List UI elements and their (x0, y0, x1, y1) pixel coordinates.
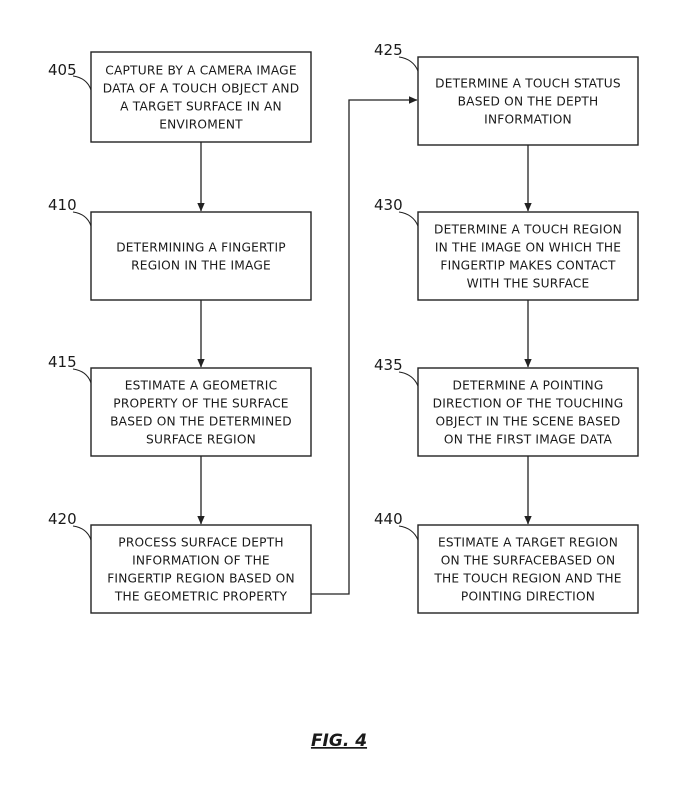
step-text-line: POINTING DIRECTION (461, 590, 595, 604)
reference-leader-line (398, 56, 419, 72)
step-text-line: DETERMINE A TOUCH STATUS (435, 77, 621, 91)
step-box-430 (417, 211, 639, 301)
flow-arrow-420-to-425 (311, 96, 418, 595)
step-text-line: OBJECT IN THE SCENE BASED (435, 415, 620, 429)
step-box-410 (90, 211, 312, 301)
step-text-line: DATA OF A TOUCH OBJECT AND (103, 82, 300, 96)
reference-numeral: 435 (374, 356, 403, 374)
step-text-line: FINGERTIP REGION BASED ON (107, 572, 295, 586)
step-text-line: PROCESS SURFACE DEPTH (118, 536, 283, 550)
step-text-line: BASED ON THE DEPTH (458, 95, 599, 109)
step-box-420 (90, 524, 312, 614)
connectors (197, 96, 532, 595)
step-text-line: DIRECTION OF THE TOUCHING (433, 397, 624, 411)
step-text-line: ESTIMATE A TARGET REGION (438, 536, 618, 550)
step-text-line: THE GEOMETRIC PROPERTY (114, 590, 288, 604)
step-410: DETERMINING A FINGERTIP REGION IN THE IMA… (48, 196, 312, 301)
step-text-line: CAPTURE BY A CAMERA IMAGE (105, 64, 296, 78)
step-405: CAPTURE BY A CAMERA IMAGE DATA OF A TOUCH… (48, 51, 312, 143)
step-box-415 (90, 367, 312, 457)
step-text-line: A TARGET SURFACE IN AN (120, 100, 282, 114)
reference-numeral: 440 (374, 510, 403, 528)
step-box-405 (90, 51, 312, 143)
reference-numeral: 430 (374, 196, 403, 214)
figure-caption: FIG. 4 (311, 731, 367, 751)
reference-leader-line (72, 211, 92, 227)
step-440: ESTIMATE A TARGET REGION ON THE SURFACEBA… (374, 510, 639, 614)
step-420: PROCESS SURFACE DEPTH INFORMATION OF THE F… (48, 510, 312, 614)
reference-leader-line (72, 368, 92, 384)
step-box-425 (417, 56, 639, 146)
step-text-line: ON THE SURFACEBASED ON (441, 554, 616, 568)
step-text-line: WITH THE SURFACE (467, 277, 590, 291)
reference-numeral: 410 (48, 196, 77, 214)
step-text-line: INFORMATION OF THE (132, 554, 270, 568)
step-text-line: ON THE FIRST IMAGE DATA (444, 433, 613, 447)
reference-leader-line (398, 371, 419, 387)
step-box-440 (417, 524, 639, 614)
reference-numeral: 415 (48, 353, 77, 371)
step-435: DETERMINE A POINTING DIRECTION OF THE TOU… (374, 356, 639, 457)
step-text-line: ENVIROMENT (159, 118, 243, 132)
step-415: ESTIMATE A GEOMETRIC PROPERTY OF THE SURF… (48, 353, 312, 457)
step-425: DETERMINE A TOUCH STATUS BASED ON THE DEP… (374, 41, 639, 146)
step-text-line: REGION IN THE IMAGE (131, 259, 271, 273)
step-text-line: IN THE IMAGE ON WHICH THE (435, 241, 621, 255)
reference-leader-line (72, 75, 92, 91)
step-box-435 (417, 367, 639, 457)
step-text-line: INFORMATION (484, 113, 572, 127)
step-text-line: FINGERTIP MAKES CONTACT (440, 259, 616, 273)
reference-leader-line (398, 525, 419, 541)
reference-leader-line (72, 525, 92, 541)
step-text-line: DETERMINING A FINGERTIP (116, 241, 286, 255)
reference-leader-line (398, 211, 419, 227)
reference-numeral: 420 (48, 510, 77, 528)
step-text-line: ESTIMATE A GEOMETRIC (125, 379, 278, 393)
step-text-line: BASED ON THE DETERMINED (110, 415, 292, 429)
reference-numeral: 425 (374, 41, 403, 59)
step-text-line: SURFACE REGION (146, 433, 256, 447)
reference-numeral: 405 (48, 61, 77, 79)
step-430: DETERMINE A TOUCH REGION IN THE IMAGE ON … (374, 196, 639, 301)
step-text-line: THE TOUCH REGION AND THE (433, 572, 621, 586)
step-boxes: CAPTURE BY A CAMERA IMAGE DATA OF A TOUCH… (48, 41, 639, 614)
step-text-line: DETERMINE A TOUCH REGION (434, 223, 622, 237)
step-text-line: PROPERTY OF THE SURFACE (113, 397, 288, 411)
step-text-line: DETERMINE A POINTING (453, 379, 604, 393)
